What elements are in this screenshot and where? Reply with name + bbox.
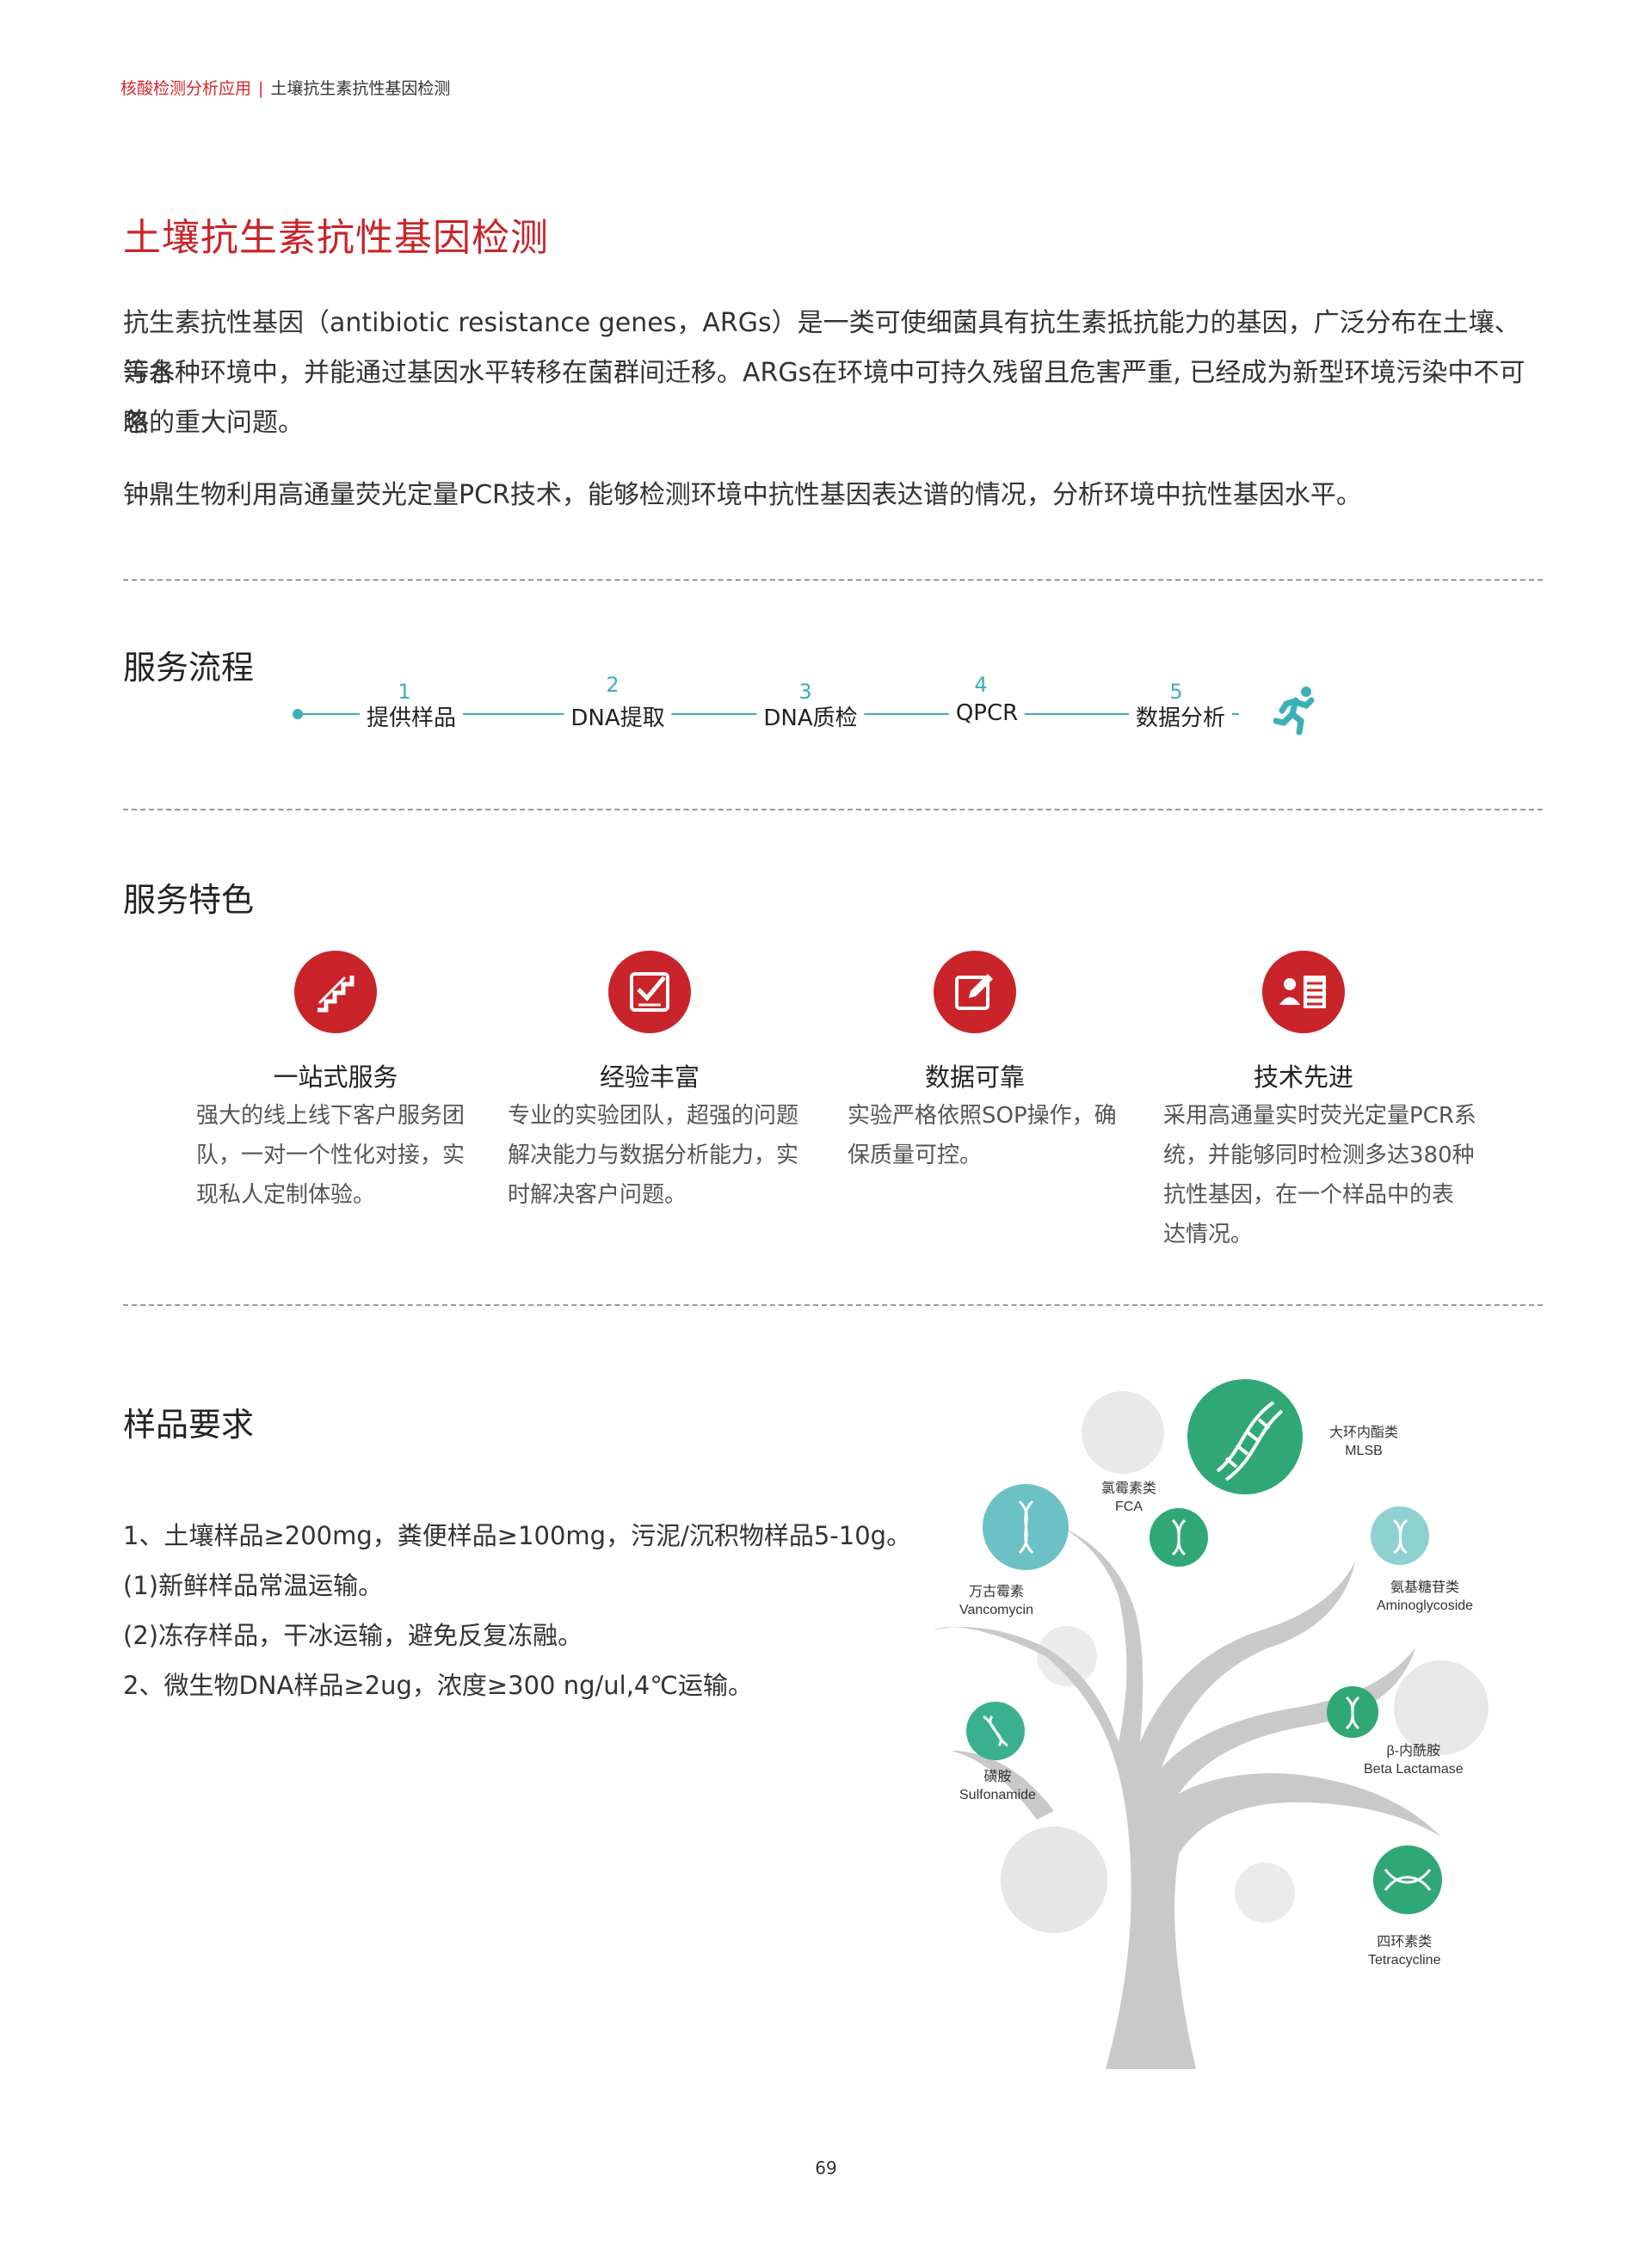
step-number: 1 xyxy=(398,680,411,704)
feature-experience: 经验丰富 xyxy=(490,951,809,1093)
step-number: 5 xyxy=(1169,680,1183,704)
intro-line-4: 钟鼎生物利用高通量荧光定量PCR技术，能够检测环境中抗性基因表达谱的情况，分析环… xyxy=(123,480,1362,510)
features-heading: 服务特色 xyxy=(123,881,255,919)
page-number: 69 xyxy=(815,2158,837,2178)
feature-one-stop: 一站式服务 xyxy=(176,951,495,1093)
divider xyxy=(123,579,1543,581)
stairs-icon xyxy=(294,951,377,1033)
intro-line-2: 等各种环境中，并能通过基因水平转移在菌群间迁移。ARGs在环境中可持久残留且危害… xyxy=(123,358,1526,438)
edit-icon xyxy=(934,951,1016,1033)
step-number: 4 xyxy=(974,673,988,697)
profile-list-icon xyxy=(1262,951,1345,1033)
feature-reliable: 数据可靠 xyxy=(816,951,1134,1093)
process-heading: 服务流程 xyxy=(123,649,255,687)
runner-icon xyxy=(1273,687,1315,736)
step-label: DNA提取 xyxy=(564,700,672,732)
intro-line-3: 略的重大问题。 xyxy=(123,408,304,438)
feature-description: 实验严格依照SOP操作，确保质量可控。 xyxy=(848,1103,1117,1168)
feature-title: 一站式服务 xyxy=(273,1062,398,1092)
step-label: QPCR xyxy=(948,700,1026,726)
feature-advanced: 技术先进 xyxy=(1144,951,1463,1093)
intro-line-1: 抗生素抗性基因（antibiotic resistance genes，ARGs… xyxy=(123,308,1520,388)
feature-description: 采用高通量实时荧光定量PCR系统，并能够同时检测多达380种抗性基因，在一个样品… xyxy=(1163,1103,1476,1247)
step-number: 2 xyxy=(606,673,620,697)
feature-description: 专业的实验团队，超强的问题解决能力与数据分析能力，实时解决客户问题。 xyxy=(508,1103,799,1208)
requirement-1: 1、土壤样品≥200mg，粪便样品≥100mg，污泥/沉积物样品5-10g。 xyxy=(123,1521,912,1550)
step-label: 数据分析 xyxy=(1128,700,1233,732)
tree-illustration xyxy=(934,1379,1489,2069)
checklist-icon xyxy=(608,951,691,1033)
page-title: 土壤抗生素抗性基因检测 xyxy=(123,216,549,260)
breadcrumb-page: 土壤抗生素抗性基因检测 xyxy=(270,79,451,98)
process-flow: 1 提供样品 2 DNA提取 3 DNA质检 4 QPCR 5 数据分析 xyxy=(284,671,1368,740)
requirement-1a: (1)新鲜样品常温运输。 xyxy=(123,1571,384,1600)
divider xyxy=(123,809,1543,810)
breadcrumb-separator: | xyxy=(258,79,264,98)
step-label: 提供样品 xyxy=(359,700,464,732)
feature-description: 强大的线上线下客户服务团队，一对一个性化对接，实现私人定制体验。 xyxy=(196,1103,465,1208)
sample-heading: 样品要求 xyxy=(123,1406,255,1444)
feature-title: 数据可靠 xyxy=(924,1062,1025,1092)
requirement-1b: (2)冻存样品，干冰运输，避免反复冻融。 xyxy=(123,1621,583,1650)
feature-title: 经验丰富 xyxy=(599,1062,700,1092)
divider xyxy=(123,1304,1543,1306)
feature-title: 技术先进 xyxy=(1253,1062,1353,1092)
breadcrumb-section[interactable]: 核酸检测分析应用 xyxy=(120,79,252,98)
breadcrumb: 核酸检测分析应用 | 土壤抗生素抗性基因检测 xyxy=(120,76,450,99)
step-number: 3 xyxy=(798,680,812,704)
requirement-2: 2、微生物DNA样品≥2ug，浓度≥300 ng/ul,4℃运输。 xyxy=(123,1671,753,1700)
step-label: DNA质检 xyxy=(756,700,865,732)
